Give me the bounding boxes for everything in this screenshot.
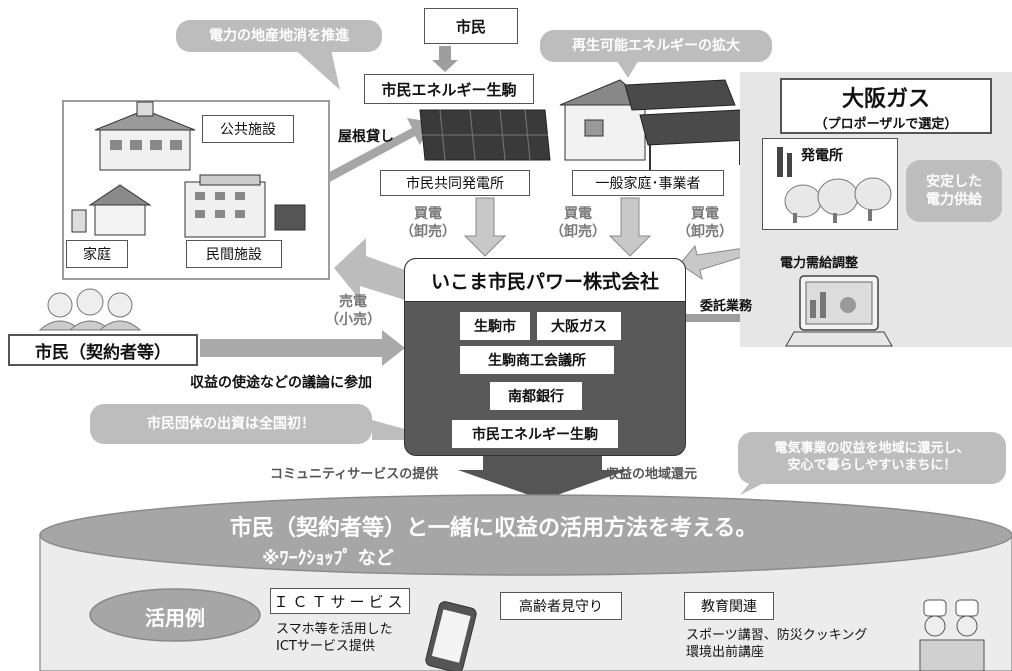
bubble-local-production: 電力の地産地消を推進: [176, 20, 382, 52]
buy-power-label-2: 買電 （卸売）: [550, 206, 606, 240]
education-box: 教育関連: [684, 592, 774, 620]
osaka-gas-selection: （プロポーザルで選定）: [814, 116, 958, 132]
label-rooftop-rental: 屋根貸し: [338, 129, 394, 145]
joint-plant-box: 市民共同発電所: [380, 170, 530, 196]
label-public-facility: 公共施設: [202, 115, 294, 143]
label-home: 家庭: [66, 240, 128, 268]
sell-power-label: 売電 （小売）: [325, 294, 381, 328]
contractors-arrow: [200, 330, 405, 366]
bubble-tail-local: [290, 45, 340, 90]
citizen-box: 市民: [424, 8, 518, 44]
bubble-stable-supply: 安定した 電力供給: [906, 160, 1002, 222]
bubble-tail-renewable: [615, 58, 640, 78]
power-plant-box: 発電所: [762, 138, 898, 230]
bottom-headline: 市民（契約者等）と一緒に収益の活用方法を考える。: [230, 516, 758, 541]
power-plant-icon: [777, 147, 892, 223]
label-balancing: 電力需給調整: [780, 256, 859, 271]
education-desc: スポーツ講習、防災クッキング 環境出前講座: [686, 628, 868, 660]
examples-label: 活用例: [145, 606, 205, 630]
label-revenue-return: 収益の地域還元: [606, 467, 698, 482]
member-nanto-bank: 南都銀行: [490, 382, 582, 410]
ict-title-box: ＩＣＴサービス: [270, 588, 410, 614]
contractors-box: 市民（契約者等）: [8, 334, 198, 366]
bubble-return-to-region: 電気事業の収益を地域に還元し、 安心で暮らしやすいまちに！: [738, 432, 1006, 484]
buy-arrow-1: [463, 197, 507, 257]
member-osaka-gas: 大阪ガス: [537, 312, 621, 340]
buy-power-label-3: 買電 （卸売）: [677, 206, 733, 240]
osaka-gas-box: 大阪ガス （プロポーザルで選定）: [780, 78, 992, 134]
osaka-gas-name: 大阪ガス: [841, 86, 930, 112]
sell-arrow: [334, 238, 405, 300]
label-outsourcing: 委託業務: [700, 299, 753, 314]
buy-power-label-1: 買電 （卸売）: [400, 206, 456, 240]
rooftop-arrow: [322, 118, 432, 184]
citizen-down-arrow: [432, 46, 458, 72]
bottom-cylinder-top: [39, 494, 1012, 576]
bubble-renewable: 再生可能エネルギーの拡大: [540, 30, 772, 62]
member-ikoma-city: 生駒市: [460, 312, 530, 340]
bubble-first-in-nation: 市民団体の出資は全国初！: [90, 404, 372, 444]
label-participate: 収益の使途などの議論に参加: [190, 375, 372, 391]
buy-arrow-3: [679, 244, 746, 281]
buy-arrow-2: [608, 197, 652, 257]
shimin-energy-box: 市民エネルギー生駒: [364, 74, 534, 104]
examples-ellipse: [89, 588, 261, 642]
ict-desc: スマホ等を活用した ICTサービス提供: [276, 622, 393, 654]
member-shimin-energy: 市民エネルギー生駒: [452, 420, 618, 448]
big-down-arrow: [458, 456, 628, 500]
company-name: いこま市民パワー株式会社: [404, 258, 686, 302]
households-box: 一般家庭･事業者: [572, 170, 724, 196]
member-chamber: 生駒商工会議所: [460, 346, 614, 374]
power-plant-label: 発電所: [801, 148, 843, 164]
label-community-service: コミュニティサービスの提供: [270, 467, 439, 482]
label-private-facility: 民間施設: [186, 240, 282, 268]
bottom-workshop: ※ﾜｰｸｼｮｯﾌﾟ など: [262, 548, 394, 569]
elderly-box: 高齢者見守り: [500, 592, 622, 620]
